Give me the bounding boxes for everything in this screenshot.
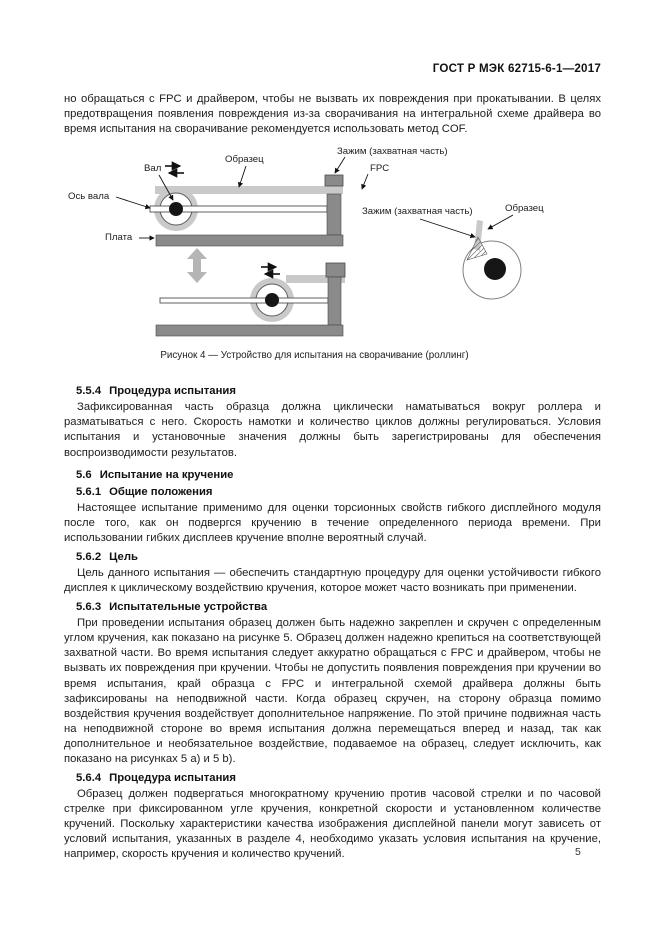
- section-title: Цель: [109, 550, 138, 563]
- intro-paragraph: но обращаться с FPC и драйвером, чтобы н…: [64, 93, 601, 136]
- section-number: 5.6.2: [76, 550, 102, 563]
- section-paragraph: Цель данного испытания — обеспечить стан…: [64, 566, 601, 595]
- label-sample-top: Образец: [225, 154, 264, 165]
- leader-arrow-sample-top: [237, 166, 247, 188]
- leader-arrow-shaft-axis: [115, 196, 151, 210]
- section-5-6-4: 5.6.4 Процедура испытания Образец должен …: [64, 772, 601, 862]
- section-heading: 5.6.4 Процедура испытания: [64, 772, 601, 784]
- section-title: Процедура испытания: [109, 385, 236, 398]
- section-heading: 5.6.3 Испытательные устройства: [64, 601, 601, 613]
- label-clamp-top: Зажим (захватная часть): [337, 146, 448, 157]
- section-title: Испытание на кручение: [99, 468, 234, 481]
- standard-code-header: ГОСТ Р МЭК 62715-6-1—2017: [432, 62, 601, 75]
- leader-arrow-shaft: [158, 175, 174, 201]
- rolling-test-diagram: Вал Образец Зажим (захватная часть) FPC …: [68, 146, 544, 337]
- end-view: [462, 220, 522, 300]
- section-title: Испытательные устройства: [109, 601, 268, 614]
- label-clamp-side: Зажим (захватная часть): [362, 206, 473, 217]
- section-heading: 5.6.2 Цель: [64, 551, 601, 563]
- clamp-wedge-end-view: [466, 236, 488, 261]
- section-heading: 5.6 Испытание на кручение: [64, 469, 601, 481]
- sample-strip-bottom: [286, 275, 345, 284]
- section-paragraph: Образец должен подвергаться многократном…: [64, 788, 601, 861]
- left-right-arrows-icon-bottom: [261, 262, 280, 280]
- assembly-top: [149, 174, 344, 247]
- section-title: Общие положения: [109, 485, 213, 498]
- label-plate: Плата: [105, 232, 133, 243]
- leader-arrow-sample-side: [487, 214, 514, 230]
- figure-caption: Рисунок 4 — Устройство для испытания на …: [160, 350, 469, 362]
- section-5-5-4: 5.5.4 Процедура испытания Зафиксированная…: [64, 385, 601, 460]
- left-right-arrows-icon-top: [165, 161, 184, 179]
- section-5-6-1: 5.6.1 Общие положения Настоящее испытание…: [64, 486, 601, 546]
- label-fpc: FPC: [370, 163, 389, 174]
- clamp-block-top: [324, 174, 344, 187]
- sample-strip-top: [155, 186, 343, 195]
- section-paragraph: Зафиксированная часть образца должна цик…: [64, 401, 601, 459]
- page-number: 5: [575, 846, 581, 858]
- section-number: 5.6.1: [76, 485, 102, 498]
- clamp-column-bottom: [327, 276, 342, 326]
- section-heading: 5.5.4 Процедура испытания: [64, 385, 601, 397]
- figure-labels: Вал Образец Зажим (захватная часть) FPC …: [68, 146, 544, 243]
- shaft-hub-top: [169, 202, 183, 217]
- base-plate-bottom: [155, 324, 344, 337]
- leader-arrow-fpc: [361, 174, 369, 190]
- figure-4: Вал Образец Зажим (захватная часть) FPC …: [64, 143, 601, 345]
- text-column: ГОСТ Р МЭК 62715-6-1—2017 но обращаться …: [64, 62, 601, 862]
- label-sample-side: Образец: [505, 203, 544, 214]
- shaft-hub-bottom: [265, 293, 279, 308]
- shaft-hub-end-view: [484, 258, 506, 281]
- section-title: Процедура испытания: [109, 772, 236, 785]
- section-paragraph: При проведении испытания образец должен …: [64, 617, 601, 765]
- base-plate-top: [155, 234, 344, 247]
- leader-arrow-clamp-side: [419, 218, 476, 239]
- section-number: 5.6: [76, 468, 92, 481]
- up-down-arrow-icon: [187, 248, 207, 284]
- clamp-block-bottom: [325, 262, 346, 278]
- assembly-bottom: [155, 262, 346, 337]
- shaft-axis-line-bottom: [159, 297, 329, 304]
- section-5-6: 5.6 Испытание на кручение: [64, 469, 601, 481]
- section-number: 5.6.4: [76, 772, 102, 785]
- section-number: 5.6.3: [76, 601, 102, 614]
- leader-arrow-clamp-top: [334, 157, 346, 174]
- section-paragraph: Настоящее испытание применимо для оценки…: [64, 501, 601, 544]
- label-shaft-axis: Ось вала: [68, 191, 110, 202]
- section-heading: 5.6.1 Общие положения: [64, 486, 601, 498]
- label-shaft: Вал: [144, 163, 161, 174]
- clamp-column-top: [326, 193, 342, 236]
- section-number: 5.5.4: [76, 385, 102, 398]
- section-5-6-2: 5.6.2 Цель Цель данного испытания — обесп…: [64, 551, 601, 596]
- section-5-6-3: 5.6.3 Испытательные устройства При провед…: [64, 601, 601, 767]
